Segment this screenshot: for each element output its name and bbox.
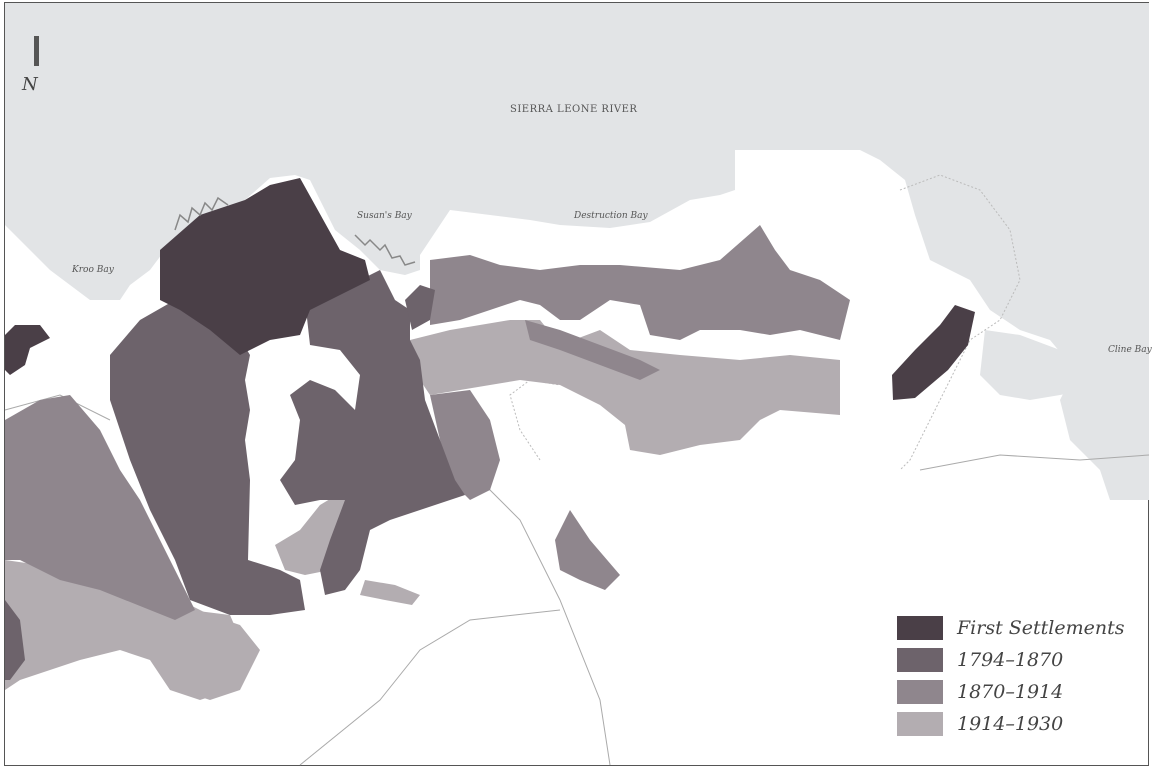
area-1914-1930-central — [410, 320, 840, 455]
legend-label: 1870–1914 — [957, 681, 1064, 703]
cline-bay-label: Cline Bay — [1108, 345, 1152, 355]
destruction-bay-label: Destruction Bay — [574, 211, 648, 221]
legend-swatch — [897, 648, 943, 672]
legend-item: 1870–1914 — [897, 676, 1125, 708]
sierra-leone-river-label: SIERRA LEONE RIVER — [510, 104, 638, 115]
area-first-settlements-main — [160, 178, 370, 355]
road-line-1 — [469, 469, 611, 766]
area-first-settlements-east — [892, 305, 975, 400]
north-arrow-icon — [34, 36, 39, 66]
road-line-3 — [919, 454, 1150, 471]
depth-contour-2 — [509, 379, 561, 461]
wharves-susans-bay — [354, 234, 416, 266]
legend-item: 1914–1930 — [897, 708, 1125, 740]
cline-bay-water — [980, 330, 1085, 400]
area-1870-1914-north — [430, 225, 850, 340]
area-1794-1870-west — [110, 300, 305, 615]
wharves-west — [174, 196, 229, 231]
area-1794-1870-north-strip — [405, 285, 435, 330]
north-label: N — [22, 74, 38, 95]
susans-bay-label: Susan's Bay — [357, 211, 412, 221]
sierra-leone-river — [5, 3, 1149, 500]
legend-label: First Settlements — [957, 617, 1125, 639]
area-1870-1914-west — [5, 395, 195, 620]
area-1794-1870-east — [280, 270, 465, 595]
area-1794-1870-west-edge — [5, 600, 25, 680]
area-1914-1930-small — [360, 580, 420, 605]
road-line-4 — [4, 394, 111, 421]
legend-swatch — [897, 712, 943, 736]
area-1914-1930-southwest — [180, 600, 260, 700]
area-1870-1914-mid — [430, 390, 500, 500]
legend-item: First Settlements — [897, 612, 1125, 644]
legend-swatch — [897, 680, 943, 704]
legend-swatch — [897, 616, 943, 640]
area-1870-1914-strip — [525, 320, 660, 380]
legend-item: 1794–1870 — [897, 644, 1125, 676]
area-first-settlements-west — [5, 325, 50, 375]
map-legend: First Settlements 1794–1870 1870–1914 19… — [897, 612, 1125, 740]
legend-label: 1914–1930 — [957, 713, 1064, 735]
road-line-2 — [299, 609, 561, 766]
area-1870-1914-island — [555, 510, 620, 590]
kroo-bay-label: Kroo Bay — [72, 265, 114, 275]
legend-label: 1794–1870 — [957, 649, 1064, 671]
